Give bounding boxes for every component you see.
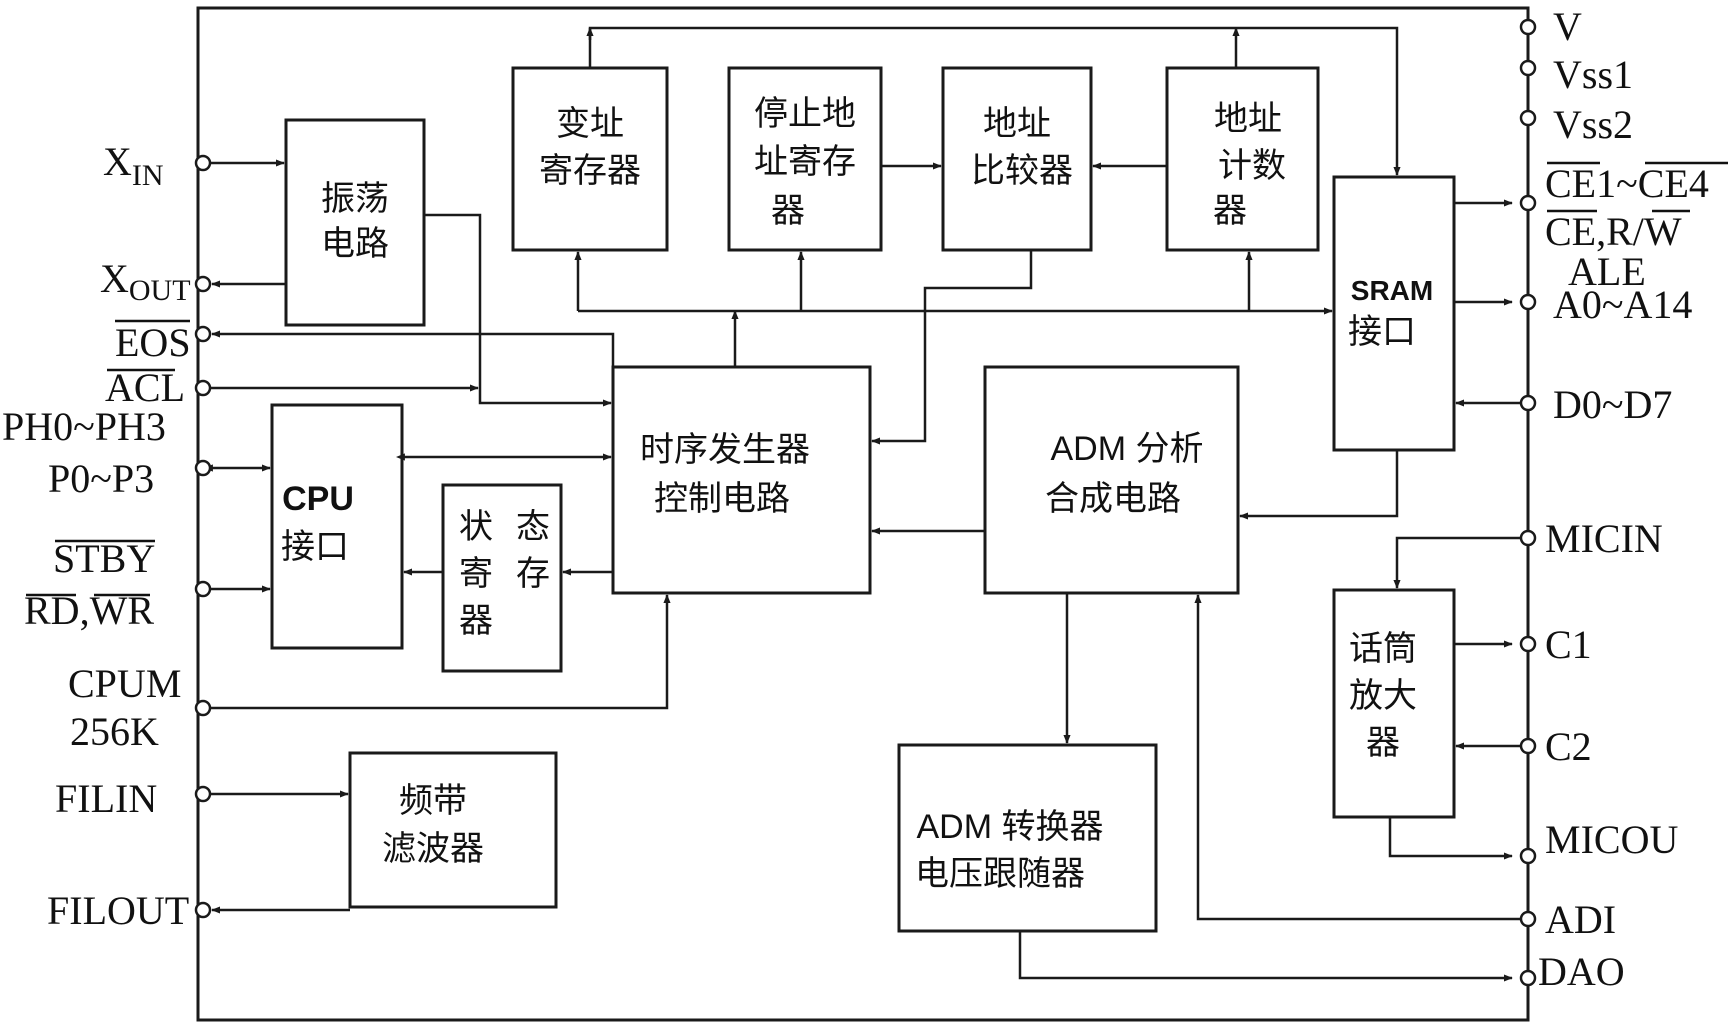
sram-interface-label-2: 接口 — [1348, 313, 1416, 351]
vss1-label: Vss1 — [1553, 52, 1633, 97]
adm-analysis-block: ADM 分析 合成电路 — [983, 365, 1240, 595]
pin-eos — [194, 325, 212, 343]
mic-amplifier-label-3: 器 — [1366, 724, 1400, 762]
micin-label: MICIN — [1545, 516, 1663, 561]
ce-r-w-label: CE,R/W — [1545, 209, 1682, 254]
xout-label: XOUT — [100, 256, 191, 307]
addr-comparator-block: 地址 比较器 — [941, 66, 1093, 252]
timing-generator-label-2: 控制电路 — [654, 480, 790, 518]
pin-cpum — [194, 699, 212, 717]
left-pin-labels: XIN XOUT EOS ACL PH0~PH3 P0~P3 STBY RD,W… — [2, 139, 191, 933]
pin-d0-d7 — [1519, 394, 1537, 412]
chip-outline — [196, 6, 1530, 1022]
mic-amplifier-label-2: 放大 — [1349, 677, 1417, 715]
mic-amplifier-label-1: 话筒 — [1349, 630, 1417, 668]
adm-converter-label-2: 电压跟随器 — [915, 855, 1085, 893]
cpu-interface-block: CPU 接口 — [270, 403, 404, 650]
pin-filout — [194, 901, 212, 919]
pin-c2 — [1519, 737, 1537, 755]
cpum-label: CPUM — [68, 661, 181, 706]
256k-label: 256K — [70, 709, 159, 754]
pin-ce — [1519, 194, 1537, 212]
status-register-char-1: 状 — [459, 508, 493, 546]
pin-c1 — [1519, 635, 1537, 653]
status-register-char-4: 存 — [516, 555, 550, 593]
band-filter-block: 频带 滤波器 — [348, 751, 558, 909]
p0-p3-label: P0~P3 — [48, 456, 154, 501]
oscillator-label-2: 电路 — [321, 225, 389, 263]
adm-analysis-label-1: ADM 分析 — [1051, 430, 1204, 468]
mic-amplifier-block: 话筒 放大 器 — [1332, 588, 1456, 819]
stop-addr-register-label-2: 址寄存 — [754, 143, 856, 181]
stop-addr-register-label-1: 停止地 — [754, 95, 856, 133]
pin-dao — [1519, 969, 1537, 987]
status-register-char-2: 态 — [516, 508, 550, 546]
wires — [203, 26, 1528, 982]
addr-counter-block: 地址 计数 器 — [1165, 66, 1320, 252]
addr-comparator-label-1: 地址 — [983, 105, 1051, 143]
pin-xin — [194, 154, 212, 172]
adi-label: ADI — [1545, 897, 1616, 942]
pin-vss1 — [1519, 59, 1537, 77]
v-label: V — [1553, 4, 1582, 49]
oscillator-label-1: 振荡 — [321, 180, 389, 218]
pin-adi — [1519, 910, 1537, 928]
addr-counter-label-1: 地址 — [1214, 100, 1282, 138]
dao-label: DAO — [1538, 949, 1625, 994]
ph0-ph3-label: PH0~PH3 — [2, 404, 166, 449]
status-register-char-5: 器 — [459, 602, 493, 640]
a0-a14-label: A0~A14 — [1553, 282, 1692, 327]
pin-p0-p3 — [194, 459, 212, 477]
pin-v — [1519, 18, 1537, 36]
status-register-block: 状 态 寄 存 器 — [441, 483, 563, 673]
pin-a0-a14 — [1519, 293, 1537, 311]
cpu-interface-label-1: CPU — [282, 480, 354, 518]
eos-label: EOS — [115, 320, 191, 365]
band-filter-label-1: 频带 — [399, 782, 467, 820]
var-addr-register-label-1: 变址 — [556, 105, 624, 143]
var-addr-register-block: 变址 寄存器 — [511, 66, 669, 252]
band-filter-label-2: 滤波器 — [382, 830, 484, 868]
pin-micin — [1519, 529, 1537, 547]
c2-label: C2 — [1545, 724, 1592, 769]
adm-converter-label-1: ADM 转换器 — [917, 808, 1104, 846]
ce1-ce4-label: CE1~CE4 — [1545, 161, 1709, 206]
adm-analysis-label-2: 合成电路 — [1045, 480, 1181, 518]
pin-vss2 — [1519, 109, 1537, 127]
pin-micou — [1519, 847, 1537, 865]
oscillator-block: 振荡 电路 — [284, 118, 426, 327]
acl-label: ACL — [105, 365, 185, 410]
addr-counter-label-3: 器 — [1213, 192, 1247, 230]
pins — [194, 18, 1537, 987]
sram-interface-label-1: SRAM — [1351, 275, 1433, 306]
addr-comparator-label-2: 比较器 — [971, 152, 1073, 190]
var-addr-register-label-2: 寄存器 — [539, 152, 641, 190]
d0-d7-label: D0~D7 — [1553, 382, 1672, 427]
addr-counter-label-2: 计数 — [1218, 147, 1286, 185]
filout-label: FILOUT — [47, 888, 189, 933]
xin-label: XIN — [103, 139, 164, 192]
pin-xout — [194, 275, 212, 293]
vss2-label: Vss2 — [1553, 102, 1633, 147]
adm-converter-block: ADM 转换器 电压跟随器 — [897, 743, 1158, 933]
stop-addr-register-label-3: 器 — [771, 192, 805, 230]
ale-label: ALE — [1568, 249, 1646, 294]
timing-generator-block: 时序发生器 控制电路 — [611, 365, 872, 595]
sram-interface-block: SRAM 接口 — [1332, 175, 1456, 452]
timing-generator-label-1: 时序发生器 — [640, 431, 810, 469]
cpu-interface-label-2: 接口 — [281, 528, 349, 566]
right-pin-labels: V Vss1 Vss2 CE1~CE4 CE,R/W ALE A0~A14 D0… — [1538, 4, 1728, 994]
pin-acl — [194, 379, 212, 397]
c1-label: C1 — [1545, 622, 1592, 667]
filin-label: FILIN — [55, 776, 157, 821]
status-register-char-3: 寄 — [459, 555, 493, 593]
micou-label: MICOU — [1545, 817, 1678, 862]
stop-addr-register-block: 停止地 址寄存 器 — [727, 66, 883, 252]
pin-filin — [194, 785, 212, 803]
pin-stby — [194, 580, 212, 598]
stby-label: STBY — [53, 536, 155, 581]
